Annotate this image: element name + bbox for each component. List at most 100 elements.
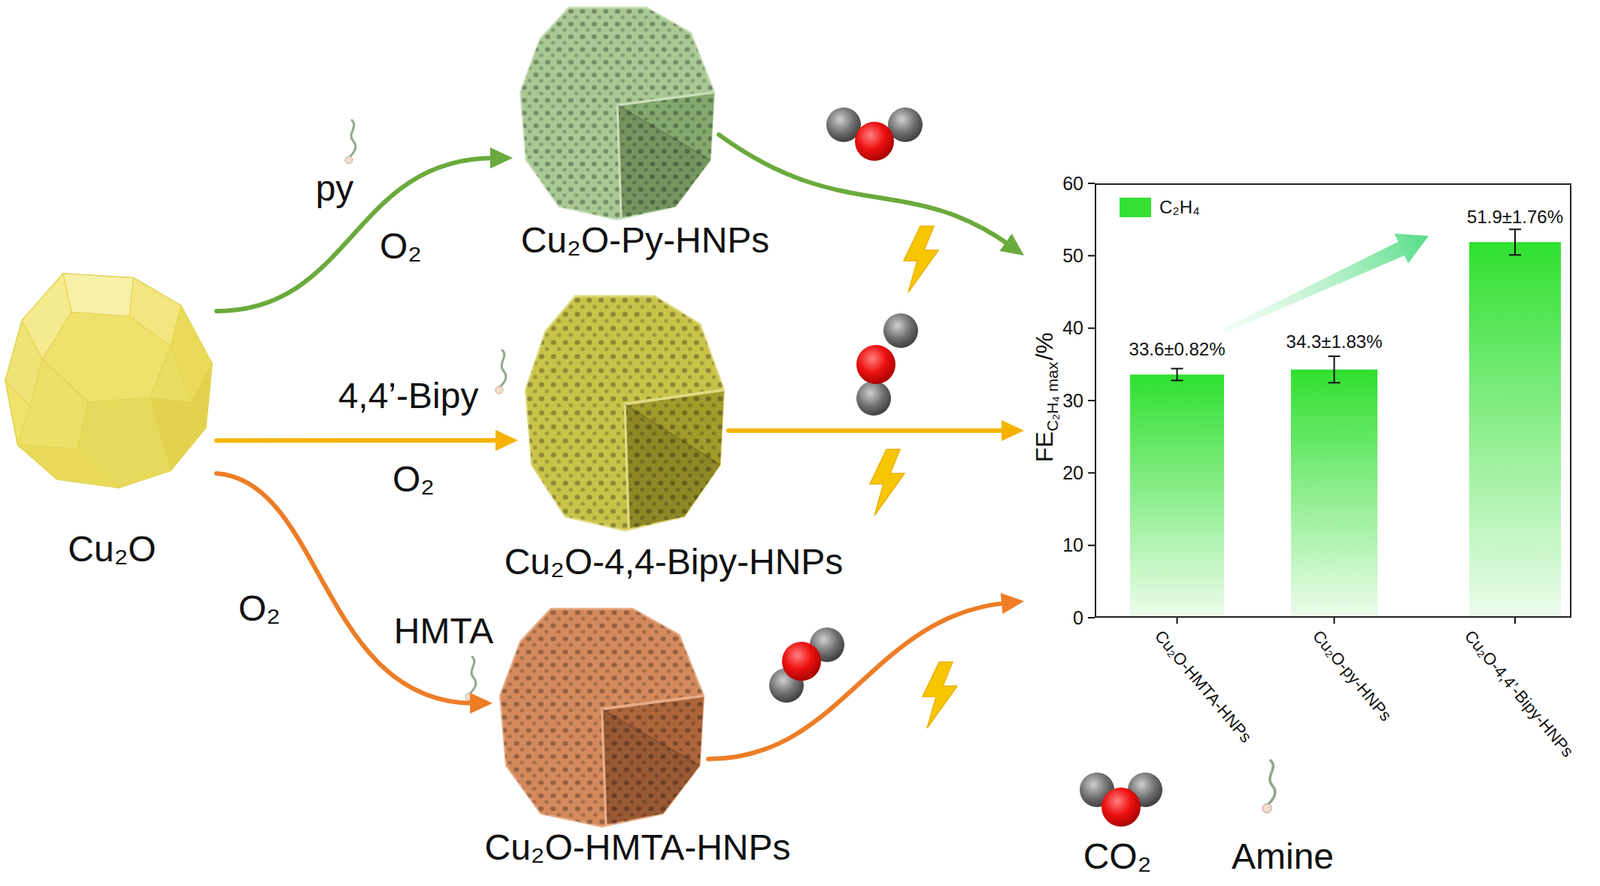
reagent-label: O₂ <box>392 458 435 500</box>
arrow-head <box>490 147 513 169</box>
co2-molecule <box>883 313 919 349</box>
axis-title-part: C₂H₄ max <box>1042 362 1061 433</box>
legend-label: C₂H₄ <box>1159 196 1200 219</box>
bar <box>1130 242 1561 619</box>
connector-arrow <box>216 430 519 452</box>
axis-tick-label: 30 <box>1062 390 1084 413</box>
error-bar <box>1514 229 1516 255</box>
arrow-head <box>999 233 1025 256</box>
category-label: Cu₂O-HMTA-HNPs <box>1151 627 1256 747</box>
bar <box>1290 369 1378 619</box>
error-bar <box>1171 229 1522 383</box>
connector-arrow <box>728 420 1025 442</box>
axis-tick <box>1087 182 1095 185</box>
hollow-nanoparticle <box>520 7 715 220</box>
axis-title-part: /% <box>1030 333 1058 361</box>
arrow-head <box>1001 420 1025 442</box>
arrow-head <box>469 693 493 715</box>
particle-label: Cu₂O <box>67 528 156 570</box>
legend-swatch <box>1119 197 1152 218</box>
connector-arrow <box>216 473 493 715</box>
reagent-label: py <box>315 167 355 210</box>
error-bar <box>1509 254 1522 256</box>
axis-tick <box>1087 472 1095 474</box>
legend-label: Amine <box>1231 836 1334 878</box>
bar-value-label: 34.3±1.83% <box>1286 331 1383 353</box>
legend-sample <box>1079 772 1163 828</box>
hollow-nanoparticle <box>525 296 725 531</box>
cu2o-polyhedron <box>5 273 213 488</box>
axis-title-part: FE <box>1030 432 1058 464</box>
axis-title: FEC₂H₄ max/% <box>1030 333 1061 464</box>
legend-sample <box>1262 760 1276 814</box>
bar-value-label: 51.9±1.76% <box>1466 206 1564 228</box>
bar <box>1130 374 1225 619</box>
lightning-bolt <box>903 226 939 293</box>
amine-icon <box>345 156 353 164</box>
amine-icon <box>1266 760 1276 807</box>
connector-line <box>216 473 475 704</box>
arrow-head <box>1000 593 1025 615</box>
particle-node: Cu₂O-HMTA-HNPs <box>500 609 704 828</box>
reagent-label: HMTA <box>393 610 494 652</box>
co2-molecule <box>856 313 919 416</box>
particle-label: Cu₂O-HMTA-HNPs <box>484 827 791 869</box>
reagent-label: 4,4’-Bipy <box>338 375 479 417</box>
co2-icon <box>1101 787 1141 828</box>
particle-node: Cu₂O-4,4-Bipy-HNPs <box>525 296 725 531</box>
axis-tick-label: 0 <box>1072 607 1084 630</box>
bar-value-label: 33.6±0.82% <box>1129 339 1226 361</box>
co2-molecule <box>854 121 894 161</box>
amine-icon <box>499 350 507 388</box>
bar <box>1469 242 1561 619</box>
particle-node: Cu₂O-Py-HNPs <box>520 7 715 220</box>
hollow-nanoparticle <box>500 609 704 828</box>
connector-line <box>216 157 495 312</box>
axis-tick <box>1087 400 1095 402</box>
co2-molecule <box>856 381 891 416</box>
error-bar <box>1171 368 1184 370</box>
trend-arrow <box>1223 233 1429 334</box>
axis-tick <box>1087 545 1095 547</box>
co2-molecule <box>781 642 822 682</box>
co2-molecule <box>826 107 923 161</box>
axis-tick <box>1087 327 1095 330</box>
lightning-bolt <box>869 449 905 516</box>
error-bar <box>1328 381 1341 384</box>
axis-tick-label: 10 <box>1062 534 1084 557</box>
lightning-bolt <box>922 662 958 729</box>
chart-frame <box>1094 183 1572 619</box>
axis-tick <box>1087 617 1095 619</box>
error-bar <box>1171 379 1184 382</box>
legend-label: CO₂ <box>1083 836 1152 878</box>
error-bar <box>1328 355 1341 358</box>
connector-arrow <box>708 593 1025 760</box>
category-label: Cu₂O-4,4’-Bipy-HNPs <box>1460 627 1578 761</box>
axis-tick-label: 60 <box>1062 172 1084 195</box>
axis-tick <box>1514 618 1516 625</box>
co2-molecule <box>856 345 896 385</box>
particle-label: Cu₂O-Py-HNPs <box>521 219 770 261</box>
axis-tick-label: 20 <box>1062 462 1084 485</box>
amine-icon <box>345 120 356 164</box>
axis-tick <box>1176 618 1179 625</box>
amine-icon <box>348 120 356 158</box>
error-bar <box>1176 369 1179 382</box>
axis-tick <box>1087 183 1516 625</box>
category-label: Cu₂O-py-HNPs <box>1309 627 1396 725</box>
amine-icon <box>1262 760 1276 814</box>
axis-tick-label: 40 <box>1062 317 1084 340</box>
reagent-label: O₂ <box>238 587 281 630</box>
connector-line <box>728 428 1007 434</box>
lightning-bolt <box>869 449 905 516</box>
axis-tick <box>1087 254 1095 257</box>
lightning-bolt <box>922 662 958 729</box>
amine-icon <box>495 386 504 394</box>
error-bar <box>1333 356 1336 383</box>
connector-line <box>708 603 1007 760</box>
chart-panel: FEC₂H₄ max/% <box>1031 183 1572 619</box>
co2-molecule <box>769 627 845 704</box>
